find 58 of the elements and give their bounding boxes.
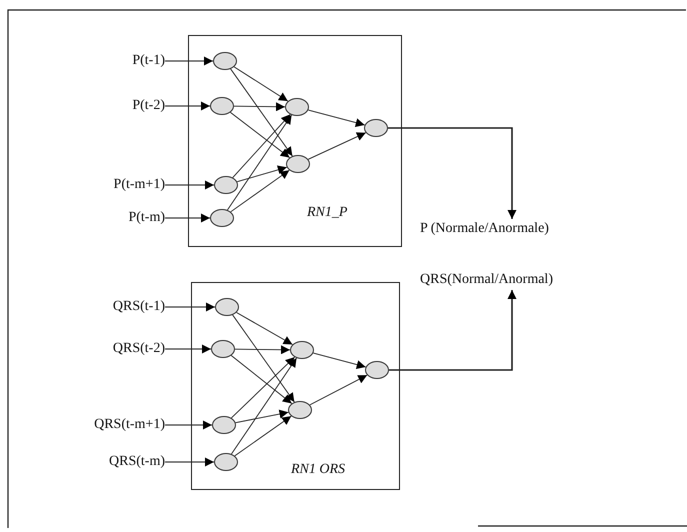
input-label: P(t-2) xyxy=(132,96,165,116)
arrow xyxy=(164,302,216,312)
neuron-circle xyxy=(211,340,235,358)
arrow xyxy=(388,127,516,219)
input-label: QRS(t-m) xyxy=(109,452,165,472)
output-label: QRS(Normal/Anormal) xyxy=(420,270,553,290)
neuron-circle xyxy=(364,119,388,137)
arrow xyxy=(232,114,291,178)
neuron-circle xyxy=(288,401,312,419)
arrow xyxy=(234,66,288,102)
arrow xyxy=(164,344,212,354)
network-title: RN1 ORS xyxy=(291,461,346,479)
neuron-circle xyxy=(212,416,236,434)
arrow xyxy=(234,102,286,112)
arrow xyxy=(226,114,292,210)
output-label: P (Normale/Anormale) xyxy=(420,219,549,239)
network-title: RN1_P xyxy=(307,204,348,222)
input-label: P(t-m) xyxy=(128,208,165,228)
neuron-circle xyxy=(210,209,234,227)
input-label: P(t-1) xyxy=(132,51,165,71)
arrow xyxy=(309,374,368,406)
neuron-circle xyxy=(286,155,310,173)
arrow xyxy=(389,290,516,371)
neuron-circle xyxy=(210,97,234,115)
neuron-circle xyxy=(214,176,238,194)
neuron-circle xyxy=(290,341,314,359)
arrow xyxy=(230,356,296,418)
input-label: QRS(t-m+1) xyxy=(94,415,165,435)
arrow xyxy=(164,420,212,430)
arrow xyxy=(231,358,297,454)
input-label: QRS(t-1) xyxy=(112,297,165,317)
arrow xyxy=(236,312,293,345)
arrow xyxy=(234,345,290,354)
arrow xyxy=(230,112,290,158)
arrow xyxy=(236,165,288,182)
arrow xyxy=(230,355,292,404)
arrow xyxy=(235,410,289,424)
arrow xyxy=(312,352,366,370)
neuron-circle xyxy=(213,52,237,70)
arrow xyxy=(164,180,214,190)
arrow xyxy=(164,102,210,110)
arrow xyxy=(234,416,292,456)
arrow xyxy=(164,56,214,66)
network-panel xyxy=(188,35,402,247)
arrow xyxy=(164,458,214,466)
neuron-circle xyxy=(285,98,309,116)
input-label: QRS(t-2) xyxy=(112,339,165,359)
neuron-circle xyxy=(214,453,238,471)
neuron-circle xyxy=(215,298,239,316)
neuron-circle xyxy=(365,361,389,379)
arrow xyxy=(164,214,210,222)
arrow xyxy=(308,132,366,160)
input-label: P(t-m+1) xyxy=(114,175,165,195)
arrow xyxy=(230,170,290,212)
arrow xyxy=(232,314,295,402)
network-panel xyxy=(191,282,400,490)
arrow xyxy=(308,110,366,128)
arrow xyxy=(230,68,293,156)
